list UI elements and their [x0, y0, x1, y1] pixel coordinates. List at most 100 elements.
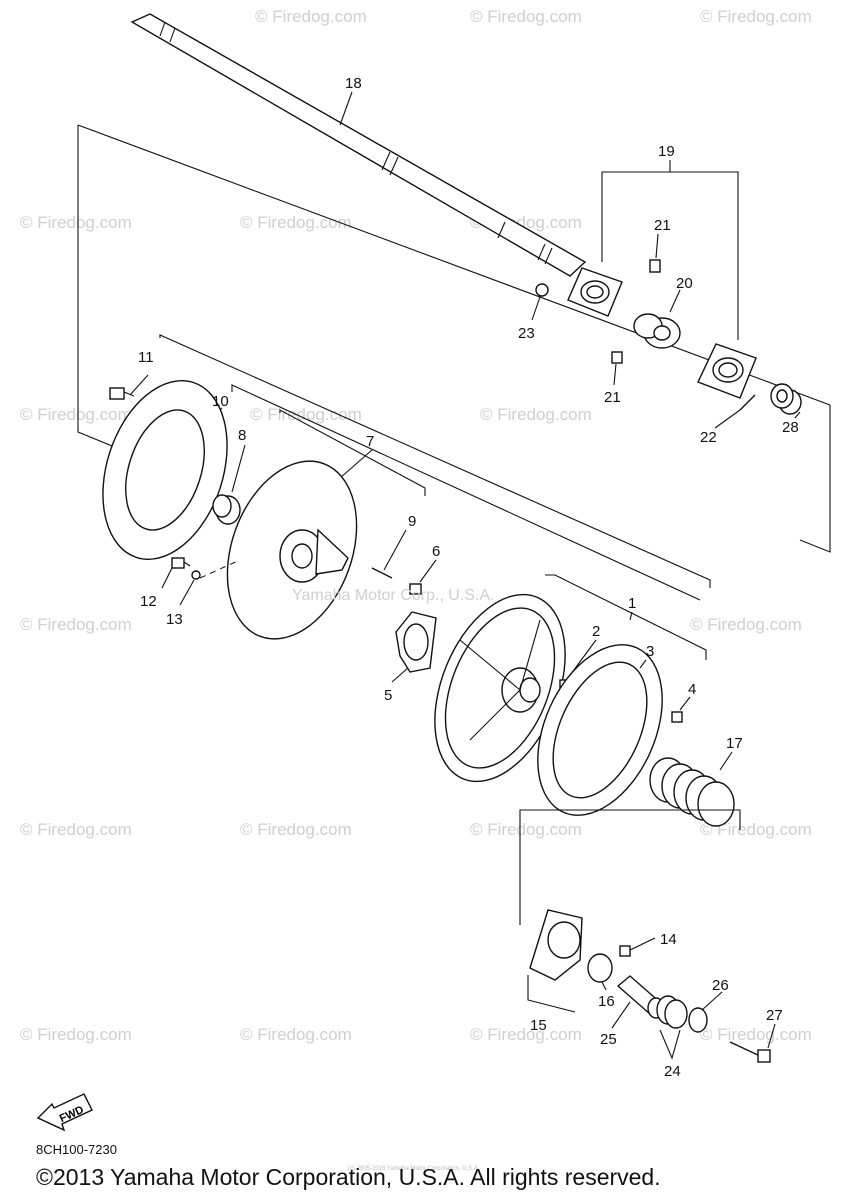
nut-23 — [535, 283, 549, 297]
callout-22: 22 — [700, 429, 717, 446]
watermark: © Firedog.com — [240, 1025, 352, 1044]
watermark: © Firedog.com — [20, 615, 132, 634]
leader-20 — [669, 289, 681, 313]
callout-25: 25 — [600, 1031, 617, 1048]
leader-3 — [639, 659, 647, 669]
watermark: © Firedog.com — [470, 7, 582, 26]
watermark: © Firedog.com — [470, 1025, 582, 1044]
callout-11: 11 — [138, 349, 154, 366]
copyright-notice: ©2013 Yamaha Motor Corporation, U.S.A. A… — [36, 1164, 661, 1190]
leader-22 — [714, 409, 741, 429]
sheave-7 — [226, 460, 358, 640]
bolt-12 — [171, 557, 191, 569]
bolt-22 — [739, 394, 756, 411]
bolt-27 — [729, 1041, 771, 1063]
washer-26 — [688, 1007, 708, 1033]
callout-13: 13 — [166, 611, 183, 628]
bracket-1 — [545, 574, 707, 660]
callout-24: 24 — [664, 1063, 681, 1080]
seal-28 — [770, 383, 802, 415]
callout-15: 15 — [530, 1017, 547, 1034]
leader-17 — [719, 751, 733, 771]
leader-21-upper — [655, 233, 659, 259]
callout-28: 28 — [782, 419, 799, 436]
sheave-assembly-1 — [434, 593, 566, 783]
callout-18: 18 — [345, 75, 362, 92]
watermark: © Firedog.com — [700, 7, 812, 26]
slider-16 — [587, 953, 613, 983]
callout-4: 4 — [688, 681, 696, 698]
nut-14 — [619, 945, 631, 957]
callout-1: 1 — [628, 595, 636, 612]
callout-3: 3 — [646, 643, 654, 660]
callout-21-upper: 21 — [654, 217, 671, 234]
callout-14: 14 — [660, 931, 677, 948]
set-screw-upper — [649, 259, 661, 273]
plate-3 — [537, 644, 663, 816]
callout-27: 27 — [766, 1007, 783, 1024]
bolt-4 — [671, 711, 683, 723]
leader-4 — [679, 696, 691, 711]
bearing-housing-left — [567, 267, 623, 317]
callouts: 1 2 3 4 5 6 7 8 9 10 11 12 13 14 15 16 1… — [138, 75, 799, 1080]
watermark: © Firedog.com — [700, 820, 812, 839]
dash-13 — [199, 559, 241, 579]
center-watermark: Yamaha Motor Corp., U.S.A. — [292, 587, 495, 604]
bracket-10 — [231, 384, 701, 601]
leader-8 — [231, 444, 246, 493]
plate-10 — [102, 379, 228, 561]
watermark: © Firedog.com — [240, 820, 352, 839]
leader-18 — [339, 91, 353, 126]
gasket-5 — [395, 611, 437, 673]
leader-5 — [391, 667, 409, 683]
watermark: © Firedog.com — [20, 1025, 132, 1044]
callout-5: 5 — [384, 687, 392, 704]
group-bracket-right — [799, 405, 831, 553]
nut-6 — [409, 583, 422, 595]
leader-27 — [767, 1023, 776, 1049]
tiny-watermark: (c) 2005-2015 Yamaha Motor Corporation, … — [348, 1166, 480, 1172]
shaft — [130, 13, 587, 277]
bushing-8 — [212, 494, 241, 525]
leader-12 — [161, 567, 173, 589]
washer-24b — [664, 999, 688, 1029]
leader-26 — [701, 991, 723, 1011]
leader-6 — [419, 559, 437, 583]
watermark: © Firedog.com — [255, 7, 367, 26]
callout-21-lower: 21 — [604, 389, 621, 406]
group-bracket-top — [77, 124, 831, 406]
callout-20: 20 — [676, 275, 693, 292]
callout-7: 7 — [366, 433, 374, 450]
leader-15 — [527, 975, 576, 1013]
watermark: © Firedog.com — [20, 213, 132, 232]
leader-1 — [629, 611, 633, 621]
leader-25 — [611, 1001, 631, 1029]
watermark: © Firedog.com — [20, 405, 132, 424]
callout-9: 9 — [408, 513, 416, 530]
leader-16 — [601, 981, 607, 991]
bracket-19 — [601, 171, 739, 340]
leader-28 — [794, 411, 801, 419]
callout-6: 6 — [432, 543, 440, 560]
watermark: © Firedog.com — [20, 820, 132, 839]
bracket-15 — [519, 809, 741, 925]
callout-8: 8 — [238, 427, 246, 444]
bearing-housing-right — [697, 343, 757, 399]
bracket-11 — [159, 334, 711, 588]
stud-9 — [371, 567, 393, 579]
watermark: © Firedog.com — [470, 820, 582, 839]
leader-24 — [659, 1029, 681, 1060]
watermark: © Firedog.com — [690, 615, 802, 634]
callout-16: 16 — [598, 993, 615, 1010]
leader-7 — [339, 449, 373, 479]
watermark: © Firedog.com — [700, 1025, 812, 1044]
leader-14 — [629, 937, 656, 951]
leader-13 — [179, 579, 195, 606]
callout-26: 26 — [712, 977, 729, 994]
leader-21-lower — [613, 363, 617, 386]
drawing-code: 8CH100-7230 — [36, 1142, 117, 1157]
callout-10: 10 — [212, 393, 229, 410]
cam-15 — [529, 909, 583, 981]
watermark: © Firedog.com — [250, 405, 362, 424]
